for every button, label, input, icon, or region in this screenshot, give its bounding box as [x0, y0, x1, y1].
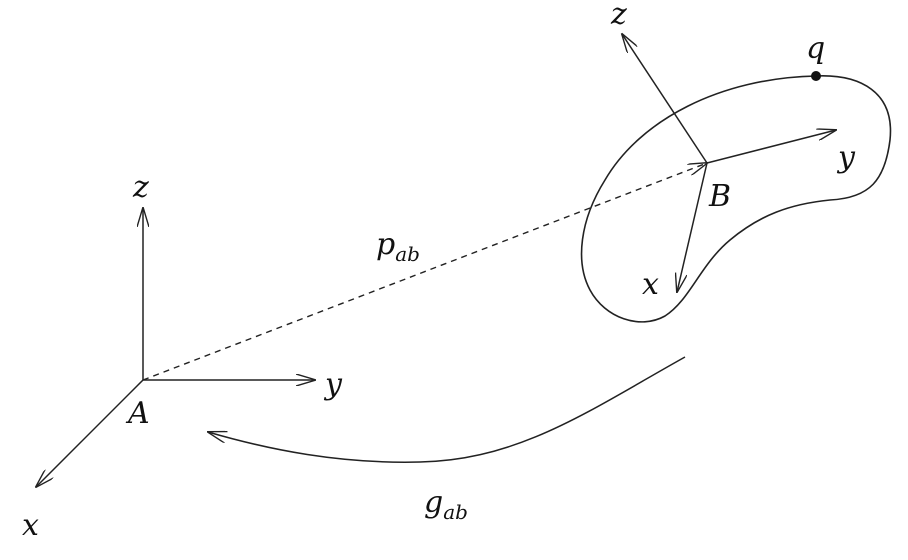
transform-main: g	[424, 485, 443, 520]
frame-a-x-axis	[36, 379, 144, 487]
position-vector-subscript: ab	[395, 242, 420, 266]
transform-subscript: ab	[443, 500, 468, 524]
rigid-body-outline	[580, 75, 892, 323]
position-vector-dashed-line	[142, 163, 707, 381]
point-q-label: q	[806, 31, 825, 66]
frame-a-x-label: x	[22, 508, 39, 543]
frame-a-y-label: y	[323, 367, 343, 402]
frame-b-y-label: y	[836, 140, 856, 175]
frame-a-z-label: z	[132, 170, 149, 205]
frame-b-x-axis	[677, 162, 708, 292]
transform-label: gab	[424, 485, 468, 524]
frame-b-y-axis	[706, 130, 836, 164]
frame-b-x-label: x	[642, 267, 659, 302]
frame-b-z-axis	[622, 34, 708, 164]
frame-b-z-label: z	[610, 0, 627, 32]
frame-b-origin-label: B	[708, 179, 731, 214]
frame-a-origin-label: A	[125, 396, 150, 431]
transformation-curve-arrow	[208, 356, 686, 463]
position-vector-label: pab	[376, 227, 420, 266]
position-vector-main: p	[376, 227, 395, 262]
point-q-dot	[811, 71, 821, 81]
